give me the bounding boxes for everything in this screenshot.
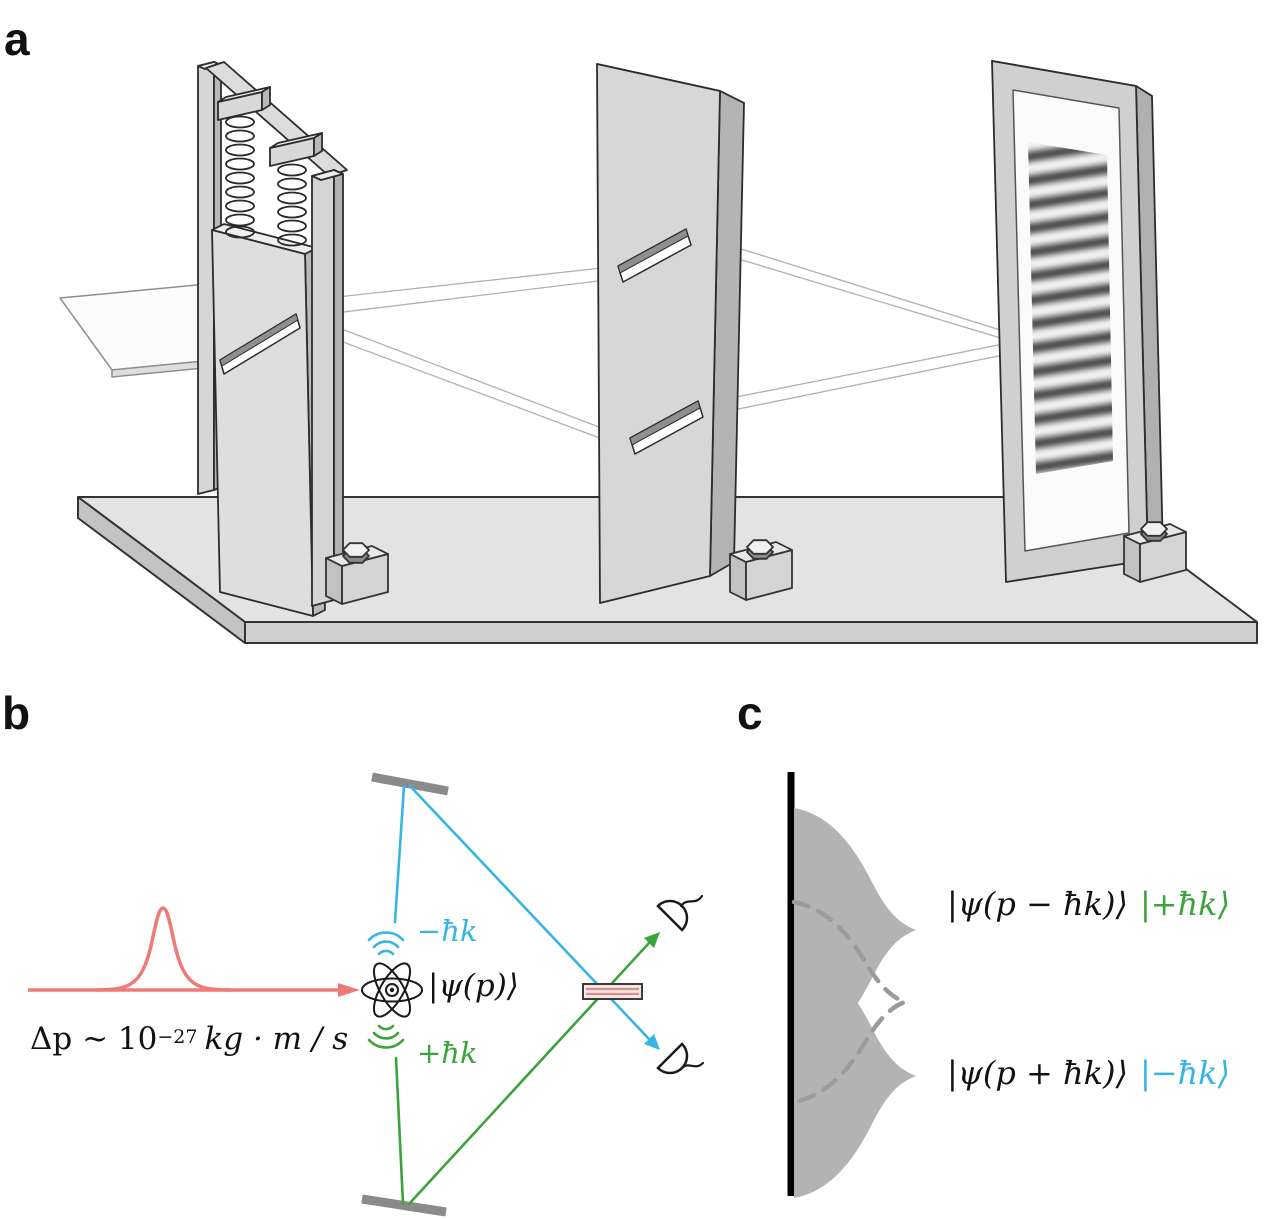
suspension-spring <box>225 115 255 239</box>
atom-icon <box>361 962 423 1018</box>
upper-photon-ket: |+ħk⟩ <box>1139 885 1231 923</box>
detector-top <box>656 894 704 932</box>
momentum-units: kg · m / s <box>204 1021 349 1057</box>
panel-b-scheme <box>28 772 705 1217</box>
recoiling-slit-assembly <box>197 61 348 617</box>
upper-state-label: |ψ(p − ħk)⟩ |+ħk⟩ <box>947 888 1230 920</box>
panel-c-wavepackets <box>787 772 916 1198</box>
panel-a-label: a <box>4 13 30 65</box>
wavepacket-peak <box>95 906 231 992</box>
panel-a-apparatus <box>59 60 1258 644</box>
slit-plate <box>211 223 326 617</box>
recoil-up-label: −ħk <box>417 914 478 948</box>
mirror-top <box>371 772 449 796</box>
momentum-exponent: −27 <box>157 1026 198 1048</box>
beam-cyan-arrowhead <box>644 1034 660 1050</box>
mounting-bolt <box>1123 521 1187 583</box>
photon-recoil-up-icon <box>367 931 405 956</box>
lower-photon-ket: |−ħk⟩ <box>1139 1054 1231 1092</box>
double-slit-panel <box>596 63 745 604</box>
lower-state-label: |ψ(p + ħk)⟩ |−ħk⟩ <box>947 1057 1230 1089</box>
support-post <box>311 169 344 607</box>
beam-green-vertical <box>394 1056 405 1206</box>
recoil-down-label: +ħk <box>417 1036 478 1070</box>
beamsplitter <box>582 983 643 1000</box>
lower-wavefunction-ket: |ψ(p + ħk)⟩ <box>947 1054 1128 1092</box>
spring-hanger-block <box>217 86 271 121</box>
photon-recoil-down-icon <box>367 1024 405 1049</box>
beam-cyan-vertical <box>393 784 406 924</box>
momentum-spread-label: Δp ~ 10−27 kg · m / s <box>30 1024 348 1055</box>
panel-c-label: c <box>737 687 763 739</box>
detector-wire <box>679 894 704 908</box>
interference-screen <box>991 60 1164 583</box>
input-arrowhead <box>338 983 360 997</box>
fringe-pattern <box>1028 142 1113 474</box>
mirror-bottom <box>361 1194 447 1217</box>
detector-bottom <box>656 1042 705 1075</box>
initial-wavepacket-dashed <box>791 899 912 1105</box>
suspension-spring <box>277 163 307 247</box>
lower-wavepacket <box>794 954 916 1198</box>
detector-wire <box>680 1061 705 1070</box>
upper-wavefunction-ket: |ψ(p − ħk)⟩ <box>947 885 1128 923</box>
momentum-base: Δp ~ 10 <box>30 1021 158 1057</box>
atom-state-label: |ψ(p)⟩ <box>428 968 519 1004</box>
mounting-bolt <box>325 542 389 605</box>
panel-b-label: b <box>2 687 31 739</box>
input-wavepacket-arrow <box>28 906 340 992</box>
mounting-bolt <box>729 539 793 601</box>
spring-hanger-block <box>269 132 323 167</box>
beam-green-arrowhead <box>644 932 660 948</box>
